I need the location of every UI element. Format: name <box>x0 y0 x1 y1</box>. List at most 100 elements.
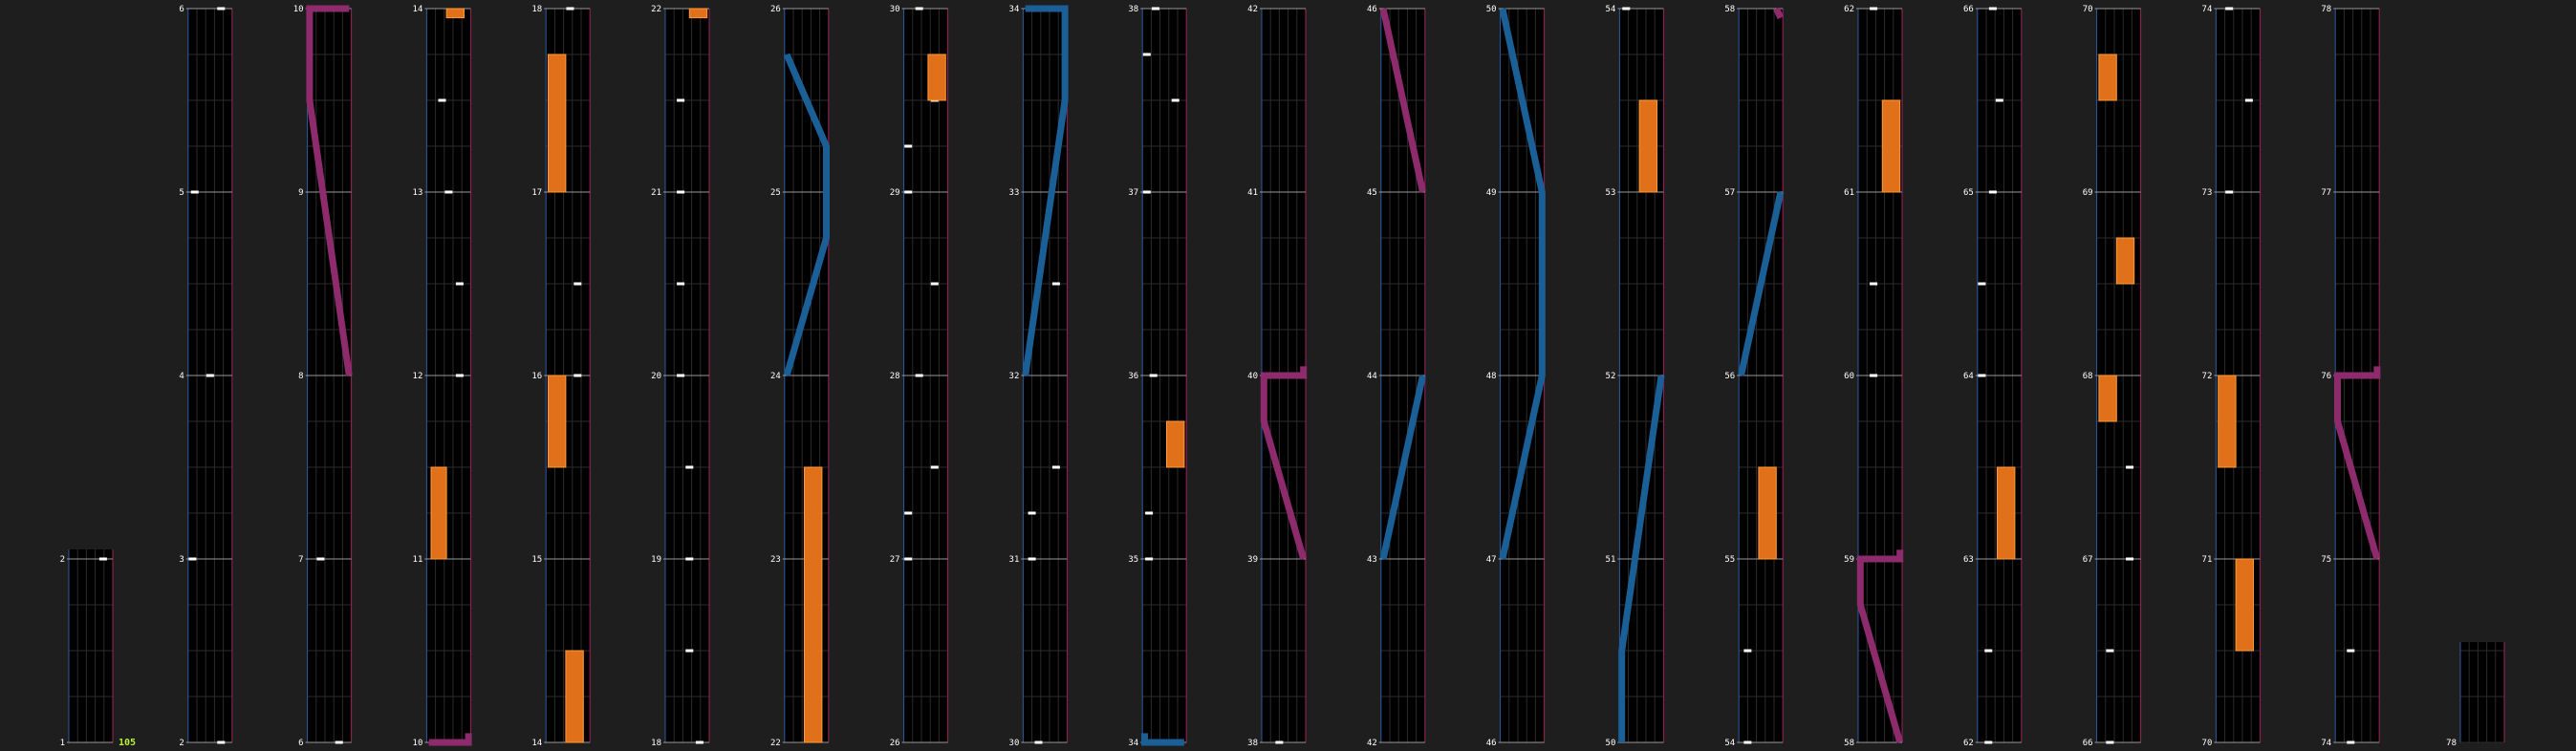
tap-note <box>2225 190 2234 194</box>
hold-note <box>430 466 447 560</box>
tap-note <box>316 557 325 561</box>
tap-note <box>574 282 582 286</box>
measure-number: 63 <box>1963 555 1974 565</box>
tap-note <box>677 282 685 286</box>
measure-number: 59 <box>1844 555 1854 565</box>
tap-note <box>1051 282 1060 286</box>
tap-note <box>1978 282 1986 286</box>
tap-note <box>438 98 446 102</box>
tap-note <box>904 144 913 148</box>
tap-note <box>915 374 923 377</box>
tap-note <box>188 557 197 561</box>
measure-number: 4 <box>179 372 184 381</box>
measure-number: 67 <box>2083 555 2093 565</box>
lane-column: 78 <box>2446 642 2505 748</box>
measure-number: 36 <box>1128 372 1138 381</box>
measure-number: 9 <box>298 188 303 198</box>
measure-number: 3 <box>179 555 184 565</box>
measure-number: 55 <box>1724 555 1735 565</box>
measure-number: 32 <box>1009 372 1020 381</box>
measure-number: 2 <box>60 555 65 565</box>
measure-number: 22 <box>651 5 661 14</box>
measure-number: 52 <box>1606 372 1616 381</box>
tap-note <box>2106 740 2114 744</box>
measure-number: 54 <box>1724 739 1735 748</box>
measure-number: 69 <box>2083 188 2093 198</box>
combo-counter: 105 <box>119 738 136 748</box>
tap-note <box>1051 465 1060 469</box>
tap-note <box>1988 190 1997 194</box>
lane-column: 1 2 105 <box>60 549 136 748</box>
tap-note <box>1152 7 1159 11</box>
measure-number: 12 <box>413 372 423 381</box>
measure-number: 51 <box>1606 555 1616 565</box>
measure-number: 42 <box>1247 5 1258 14</box>
measure-number: 75 <box>2321 555 2331 565</box>
tap-note <box>685 557 694 561</box>
tap-note <box>1028 511 1036 515</box>
tap-note <box>1743 740 1752 744</box>
measure-number: 45 <box>1367 188 1377 198</box>
tap-note <box>1978 374 1986 377</box>
tap-note <box>2126 465 2134 469</box>
right-slide-note <box>428 733 472 746</box>
tap-note <box>930 465 939 469</box>
hold-note <box>1758 466 1777 560</box>
tap-note <box>677 190 685 194</box>
measure-number: 73 <box>2202 188 2213 198</box>
hold-note <box>1881 99 1901 193</box>
measure-number: 66 <box>1963 5 1974 14</box>
tap-note <box>1984 649 1993 653</box>
measure-number: 6 <box>179 5 184 14</box>
measure-number: 39 <box>1247 555 1258 565</box>
tap-note <box>1145 557 1154 561</box>
measure-number: 40 <box>1247 372 1258 381</box>
measure-number: 24 <box>770 372 781 381</box>
measure-number: 70 <box>2202 739 2213 748</box>
measure-number: 6 <box>298 739 303 748</box>
measure-number: 33 <box>1009 188 1020 198</box>
measure-number: 8 <box>298 372 303 381</box>
measure-number: 20 <box>651 372 661 381</box>
measure-number: 78 <box>2321 5 2331 14</box>
measure-number: 31 <box>1009 555 1020 565</box>
measure-number: 18 <box>531 5 542 14</box>
hold-note <box>1638 99 1657 193</box>
measure-number: 78 <box>2446 739 2457 748</box>
measure-number: 25 <box>770 188 781 198</box>
tap-note <box>1622 7 1631 11</box>
measure-number: 61 <box>1844 188 1854 198</box>
tap-note <box>455 374 464 377</box>
measure-number: 17 <box>531 188 542 198</box>
left-slide-note <box>1738 191 1785 376</box>
left-slide-note <box>1022 5 1069 376</box>
left-slide-note <box>783 53 830 376</box>
measure-number: 1 <box>60 739 65 748</box>
tap-note <box>1142 190 1151 194</box>
tap-note <box>1028 557 1036 561</box>
measure-number: 70 <box>2083 5 2093 14</box>
measure-number: 28 <box>890 372 900 381</box>
tap-note <box>904 190 913 194</box>
hold-note <box>927 54 946 101</box>
measure-number: 14 <box>413 5 423 14</box>
measure-number: 15 <box>531 555 542 565</box>
measure-number: 41 <box>1247 188 1258 198</box>
right-slide-note <box>2334 366 2381 560</box>
measure-number: 58 <box>1844 739 1854 748</box>
